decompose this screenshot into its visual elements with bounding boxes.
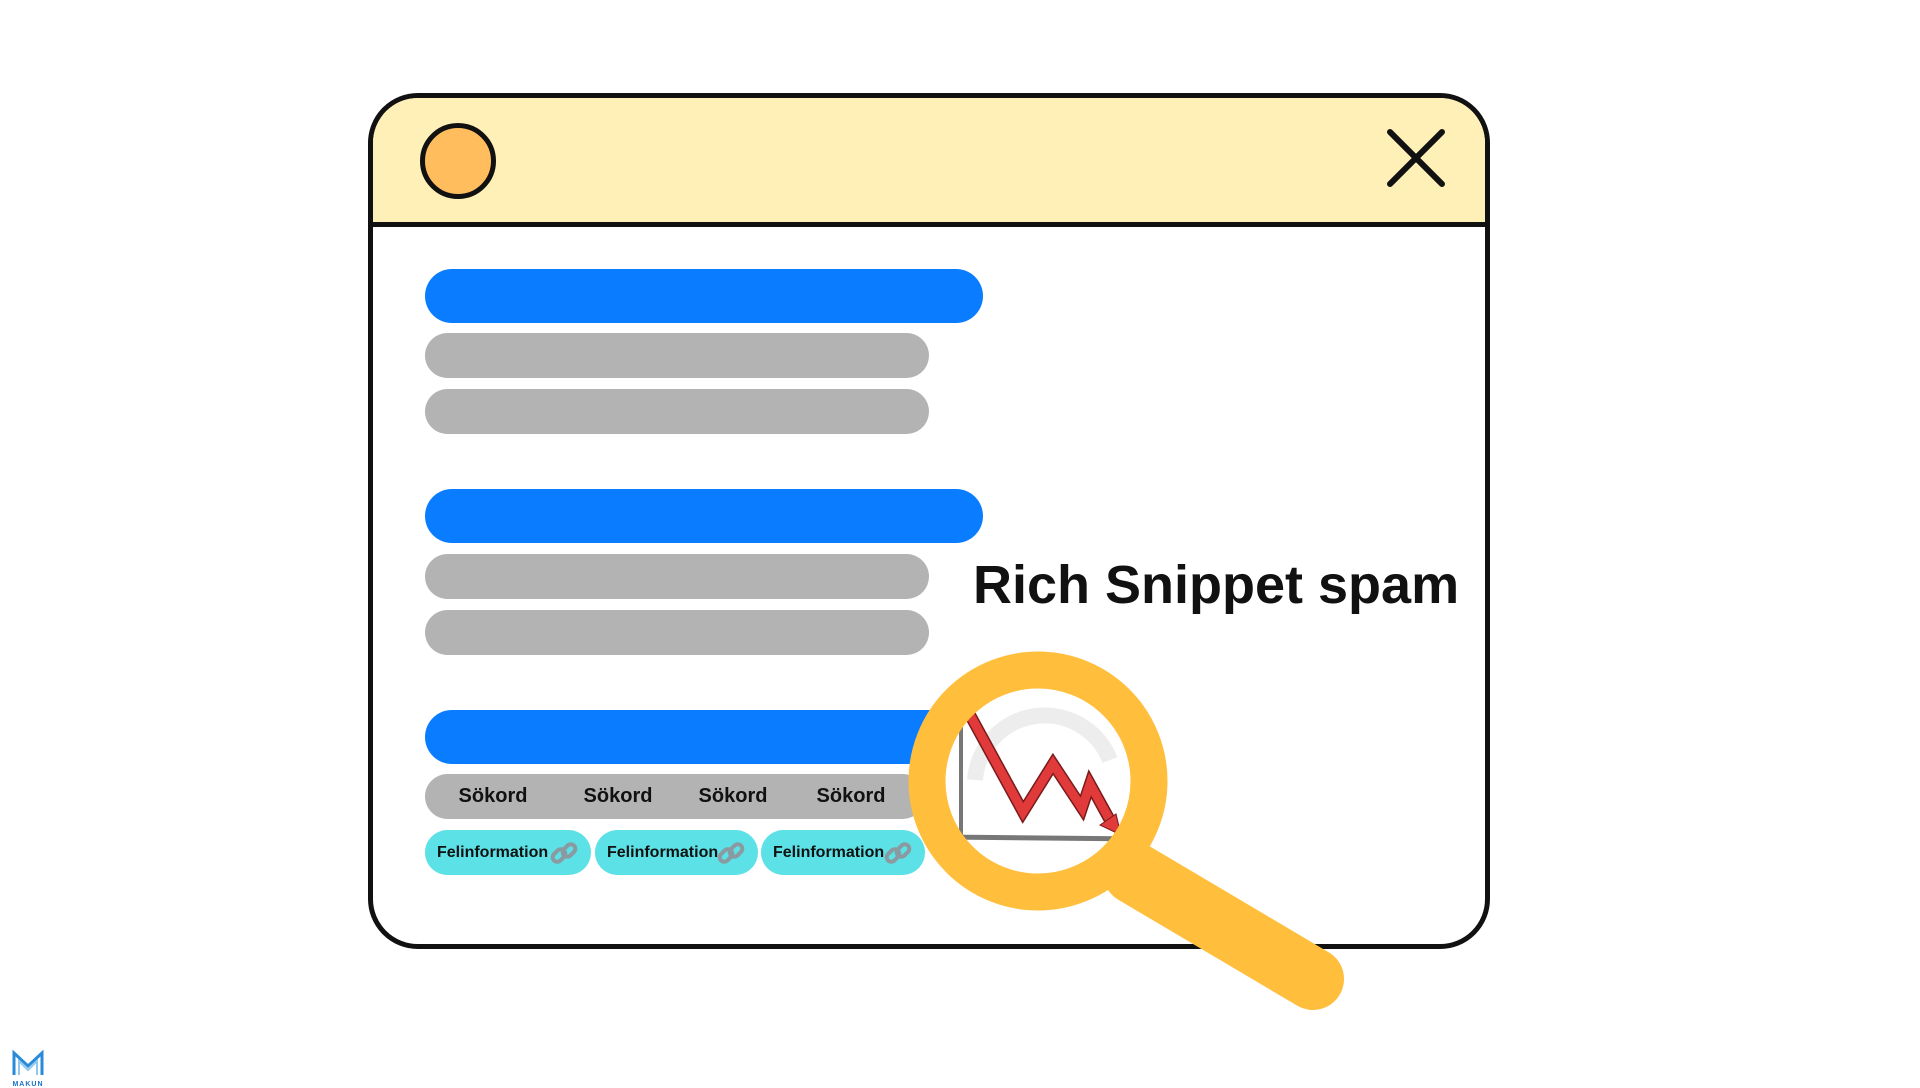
keyword: Sökord [698,785,768,807]
result-text-line [425,554,929,599]
result-text-line [425,333,929,378]
logo-mark-icon [12,1049,44,1075]
tag-label: Felinformation [437,844,549,861]
close-icon[interactable] [1386,128,1446,188]
result-title-bar [425,489,983,543]
tag-label: Felinformation [607,844,719,861]
tag-label: Felinformation [773,844,885,861]
link-icon [884,842,912,864]
logo-text: MAKUN [12,1081,44,1088]
makun-logo: MAKUN [8,1049,48,1088]
result-title-bar [425,269,983,323]
keyword: Sökord [583,785,653,807]
result-text-line [425,389,929,434]
link-icon [550,842,578,864]
tag-pill: Felinformation [761,830,925,875]
keyword: Sökord [458,785,528,807]
result-text-line [425,610,929,655]
tag-pill: Felinformation [595,830,758,875]
keyword-bar: Sökord Sökord Sökord Sökord [425,774,925,819]
keyword: Sökord [816,785,886,807]
tag-pill: Felinformation [425,830,591,875]
headline: Rich Snippet spam [973,555,1460,615]
circle-icon[interactable] [420,123,496,199]
link-icon [717,842,745,864]
arc-decoration [967,707,1118,781]
window-header [373,98,1485,227]
result-title-bar [425,710,983,764]
